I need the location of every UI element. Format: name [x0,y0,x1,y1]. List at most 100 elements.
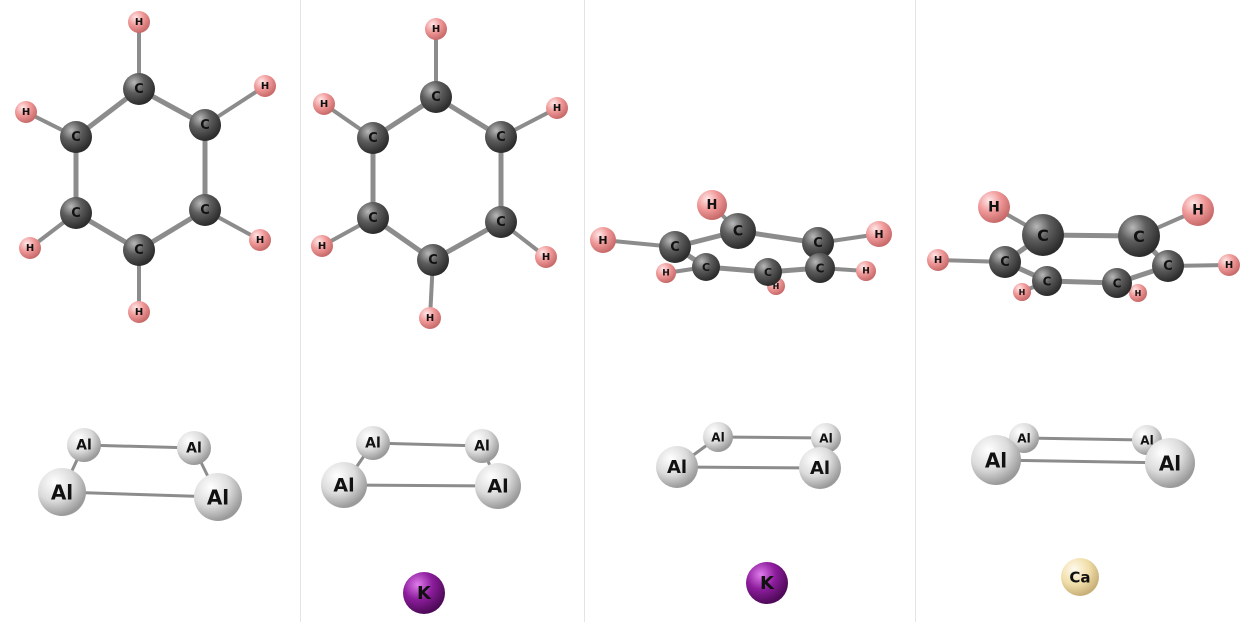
atom-label: H [135,307,143,318]
atom-sphere [425,18,447,40]
atom-hydrogen-panel-2-22: H [313,93,335,115]
atom-sphere [321,462,367,508]
atom-sphere [720,213,756,249]
atom-sphere [60,121,92,153]
atom-label: C [1037,226,1049,245]
bond-panel-2-31 [342,483,500,488]
atom-hydrogen-panel-1-2: H [254,75,276,97]
atom-carbon-panel-4-59: C [1152,250,1184,282]
atom-sphere [465,429,499,463]
atom-sphere [989,246,1021,278]
atom-sphere [249,229,271,251]
atom-sphere [123,234,155,266]
atom-sphere [38,468,86,516]
atom-label: C [1163,259,1173,274]
atom-label: H [26,243,34,254]
atom-aluminum-panel-2-32: Al [321,462,367,508]
panel-divider-2 [584,0,585,622]
atom-label: H [707,198,718,213]
panel-divider-1 [300,0,301,622]
atom-carbon-panel-4-57: C [1022,214,1064,256]
atom-sphere [67,428,101,462]
bond-panel-3-45 [716,435,828,440]
atom-label: Al [474,439,490,455]
atom-sphere [485,121,517,153]
atom-label: Ca [1069,569,1090,587]
atom-potassium-panel-3-50: K [746,562,788,604]
atom-label: C [702,261,710,274]
atom-label: Al [487,476,508,498]
atom-aluminum-panel-2-30: Al [465,429,499,463]
atom-label: H [261,81,269,92]
atom-hydrogen-panel-4-52: H [1182,194,1214,226]
atom-hydrogen-panel-1-5: H [19,237,41,259]
atom-hydrogen-panel-4-55: H [1013,283,1031,301]
atom-sphere [799,447,841,489]
atom-sphere [590,227,616,253]
atom-label: C [496,215,506,230]
atom-aluminum-panel-3-49: Al [656,446,698,488]
atom-sphere [189,109,221,141]
atom-label: C [1133,227,1145,246]
atom-sphere [656,263,676,283]
atom-label: Al [207,486,229,510]
atom-hydrogen-panel-2-19: H [535,246,557,268]
atom-carbon-panel-4-60: C [1102,268,1132,298]
atom-sphere [927,249,949,271]
atom-label: Al [186,441,202,457]
atom-sphere [357,122,389,154]
atom-label: H [135,17,143,28]
atom-label: C [71,206,81,221]
atom-aluminum-panel-2-31: Al [475,463,521,509]
atom-carbon-panel-2-28: C [357,122,389,154]
atom-carbon-panel-1-12: C [60,121,92,153]
atom-sphere [420,81,452,113]
atom-label: C [670,240,680,255]
bond-panel-3-47 [675,465,822,470]
atom-hydrogen-panel-2-21: H [311,235,333,257]
bond-panel-1-13 [82,443,196,450]
bond-panel-4-63 [994,458,1172,465]
atom-label: C [1043,275,1052,289]
atom-sphere [978,191,1010,223]
atom-label: Al [333,475,354,497]
atom-sphere [485,206,517,238]
atom-sphere [194,473,242,521]
atom-hydrogen-panel-4-54: H [1129,284,1147,302]
atom-sphere [535,246,557,268]
bonds-layer [24,20,1231,499]
atom-carbon-panel-3-40: C [720,213,756,249]
atom-label: H [862,267,870,277]
atom-hydrogen-panel-3-36: H [856,261,876,281]
atom-sphere [15,101,37,123]
atom-sphere [60,197,92,229]
atom-label: Al [667,457,687,478]
atom-label: H [874,228,883,241]
atom-calcium-panel-4-67: Ca [1061,558,1099,596]
atom-label: H [1192,203,1204,219]
atom-carbon-panel-1-8: C [189,109,221,141]
atom-label: H [256,235,264,246]
atom-sphere [1032,266,1062,296]
atom-sphere [866,221,892,247]
atom-sphere [189,194,221,226]
atom-sphere [546,97,568,119]
atom-sphere [971,435,1021,485]
bond-panel-4-61 [1022,436,1149,442]
atom-hydrogen-panel-3-34: H [697,190,727,220]
atom-sphere [311,235,333,257]
atom-carbon-panel-1-9: C [189,194,221,226]
atom-sphere [746,562,788,604]
atom-sphere [1061,558,1099,596]
atom-label: C [813,236,823,251]
atom-sphere [128,301,150,323]
atom-hydrogen-panel-4-51: H [978,191,1010,223]
atom-label: Al [810,458,830,479]
atom-carbon-panel-3-43: C [754,258,782,286]
atom-sphere [1129,284,1147,302]
atom-label: C [1113,277,1122,291]
atom-label: C [200,203,210,218]
atom-sphere [1102,268,1132,298]
